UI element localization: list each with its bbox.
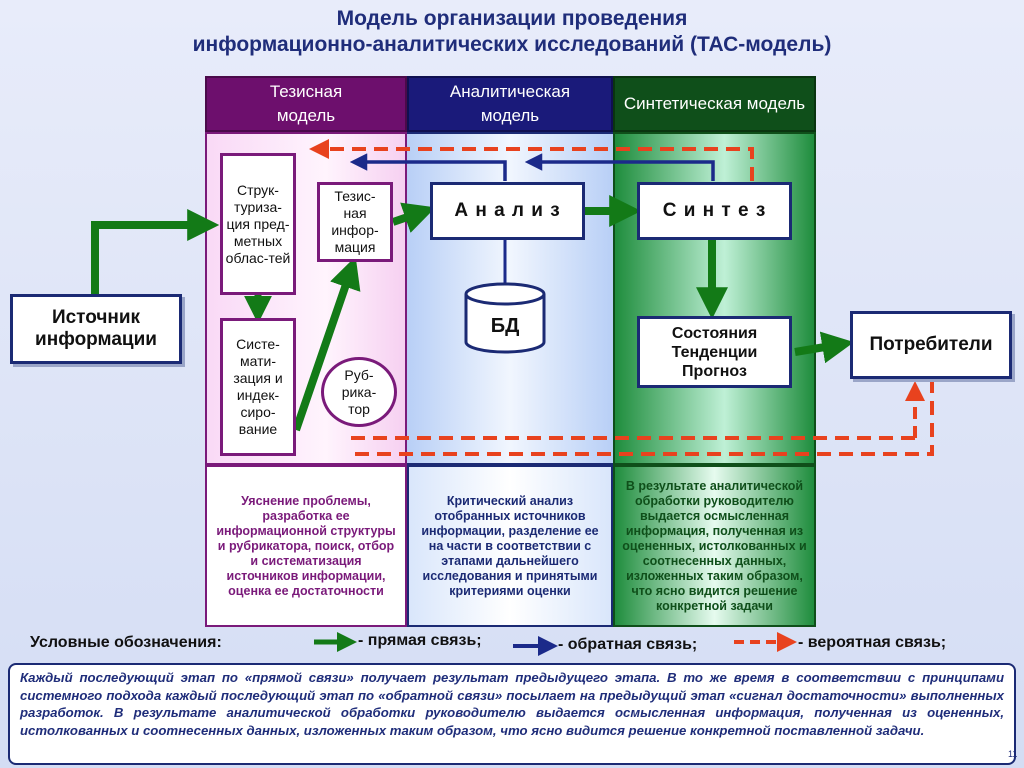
synthesis-box: С и н т е з	[637, 182, 792, 240]
consumers-box: Потребители	[850, 311, 1012, 379]
explanatory-note: Каждый последующий этап по «прямой связи…	[8, 663, 1016, 765]
systematization-box: Систе-мати-зация и индек-сиро-вание	[220, 318, 296, 456]
source-box: Источник информации	[10, 294, 182, 364]
analysis-label: А н а л и з	[454, 200, 561, 221]
consumers-label: Потребители	[869, 334, 993, 355]
thesis-header: Тезисная модель	[205, 76, 407, 132]
db-label-wrap: БД	[466, 306, 544, 346]
legend-label: Условные обозначения:	[30, 634, 222, 651]
thesis-description: Уяснение проблемы, разработка ее информа…	[205, 465, 407, 627]
page-number: 11	[1008, 749, 1018, 759]
thesis-info-label: Тезис-ная инфор-мация	[331, 188, 379, 255]
synthetic-description-text: В результате аналитической обработки рук…	[622, 478, 807, 613]
title-line-1: Модель организации проведения	[336, 7, 688, 30]
arrow-states-to-consumers	[794, 331, 855, 364]
arrow-thesis-info-to-analysis	[391, 202, 436, 233]
states-box: Состояния Тенденции Прогноз	[637, 316, 792, 388]
thesis-info-box: Тезис-ная инфор-мация	[317, 182, 393, 262]
analysis-box: А н а л и з	[430, 182, 585, 240]
structuring-box: Струк-туриза-ция пред-метных облас-тей	[220, 153, 296, 295]
page-title: Модель организации проведения информацио…	[0, 6, 1024, 58]
db-label: БД	[490, 314, 520, 337]
rubricator-label: Руб-рика-тор	[341, 366, 377, 417]
thesis-header-label: Тезисная модель	[269, 82, 343, 125]
analytic-description-text: Критический анализ отобранных источников…	[421, 493, 599, 598]
legend-probable-label: - вероятная связь;	[798, 634, 947, 651]
analytic-header-label: Аналитическая модель	[449, 82, 571, 125]
synthetic-header: Синтетическая модель	[613, 76, 816, 132]
systematization-label: Систе-мати-зация и индек-сиро-вание	[233, 336, 283, 437]
arrow-feedback-analysis-to-thesis	[349, 153, 507, 181]
legend-feedback-label: - обратная связь;	[558, 636, 698, 653]
states-label: Состояния Тенденции Прогноз	[671, 324, 758, 380]
synthetic-description: В результате аналитической обработки рук…	[613, 465, 816, 627]
explanatory-note-text: Каждый последующий этап по «прямой связи…	[20, 670, 1004, 738]
arrow-systematization-to-thesis-info	[292, 256, 361, 432]
synthesis-label: С и н т е з	[662, 200, 767, 221]
rubricator-circle: Руб-рика-тор	[321, 357, 397, 427]
arrow-probable-synthesis-to-thesis	[309, 139, 754, 181]
analytic-header: Аналитическая модель	[407, 76, 613, 132]
title-line-2: информационно-аналитических исследований…	[192, 33, 832, 56]
structuring-label: Струк-туриза-ция пред-метных облас-тей	[225, 181, 291, 266]
arrow-probable-consumers-return	[350, 379, 934, 456]
arrow-feedback-synthesis-to-analysis	[524, 153, 715, 181]
legend-direct-label: - прямая связь;	[358, 632, 482, 649]
analytic-description: Критический анализ отобранных источников…	[407, 465, 613, 627]
source-label: Источник информации	[35, 307, 157, 350]
arrow-source-to-structuring	[91, 209, 220, 294]
db-cylinder	[464, 282, 546, 354]
thesis-description-text: Уяснение проблемы, разработка ее информа…	[216, 493, 396, 598]
synthetic-header-label: Синтетическая модель	[623, 94, 806, 113]
